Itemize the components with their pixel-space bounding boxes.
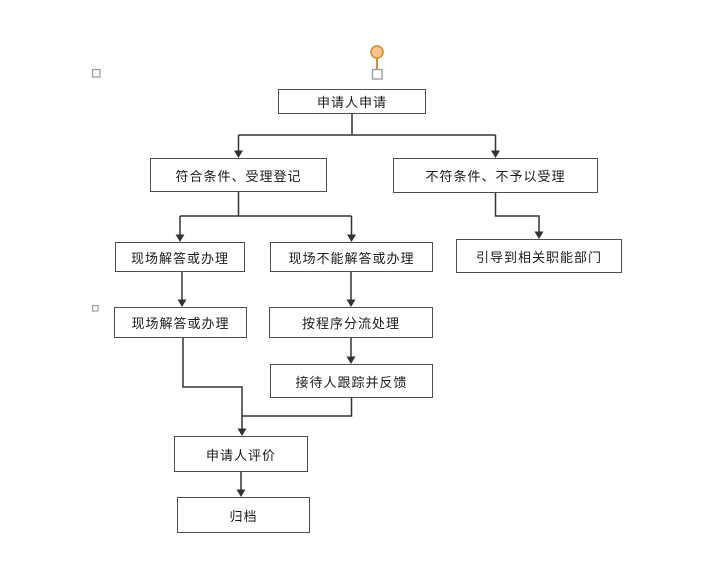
arrowhead-icon bbox=[177, 299, 187, 307]
flowchart-node-applicant-evaluate[interactable]: 申请人评价 bbox=[174, 436, 308, 472]
connector-arrowheads bbox=[175, 150, 544, 497]
rotation-handle-icon[interactable] bbox=[370, 45, 384, 59]
flowchart-node-cannot-onsite[interactable]: 现场不能解答或办理 bbox=[270, 242, 433, 272]
arrowhead-icon bbox=[175, 234, 185, 242]
arrowhead-icon bbox=[237, 428, 247, 436]
flowchart-node-qualify[interactable]: 符合条件、受理登记 bbox=[150, 158, 327, 192]
anchor-marker-top bbox=[91, 68, 101, 78]
arrowhead-icon bbox=[346, 356, 356, 364]
flowchart-node-onsite-answer[interactable]: 现场解答或办理 bbox=[115, 242, 245, 272]
arrowhead-icon bbox=[236, 489, 246, 497]
flowchart-node-guide-dept[interactable]: 引导到相关职能部门 bbox=[456, 239, 622, 273]
anchor-marker-middle bbox=[91, 304, 99, 312]
flowchart-connectors bbox=[179, 113, 540, 491]
flowchart-node-follow-feedback[interactable]: 接待人跟踪并反馈 bbox=[270, 364, 433, 398]
connector-apply-split bbox=[237, 113, 497, 152]
flowchart-node-not-qualify[interactable]: 不符条件、不予以受理 bbox=[393, 158, 598, 193]
connector-notqualify-guide bbox=[494, 193, 540, 233]
arrowhead-icon bbox=[491, 150, 500, 158]
arrowhead-icon bbox=[347, 234, 356, 242]
selection-handles bbox=[91, 45, 384, 312]
connector-follow-evaluate bbox=[242, 398, 353, 417]
flowchart-node-archive[interactable]: 归档 bbox=[177, 497, 310, 533]
connector-onsite2-evaluate bbox=[182, 338, 243, 430]
flowchart-node-procedure-split[interactable]: 按程序分流处理 bbox=[269, 307, 433, 338]
arrowhead-icon bbox=[234, 150, 243, 158]
resize-handle[interactable] bbox=[371, 68, 383, 80]
flowchart-node-apply[interactable]: 申请人申请 bbox=[278, 89, 426, 114]
arrowhead-icon bbox=[346, 299, 356, 307]
flowchart-node-onsite-answer-2[interactable]: 现场解答或办理 bbox=[114, 307, 247, 338]
connector-qualify-split bbox=[179, 192, 353, 236]
arrowhead-icon bbox=[534, 231, 544, 239]
